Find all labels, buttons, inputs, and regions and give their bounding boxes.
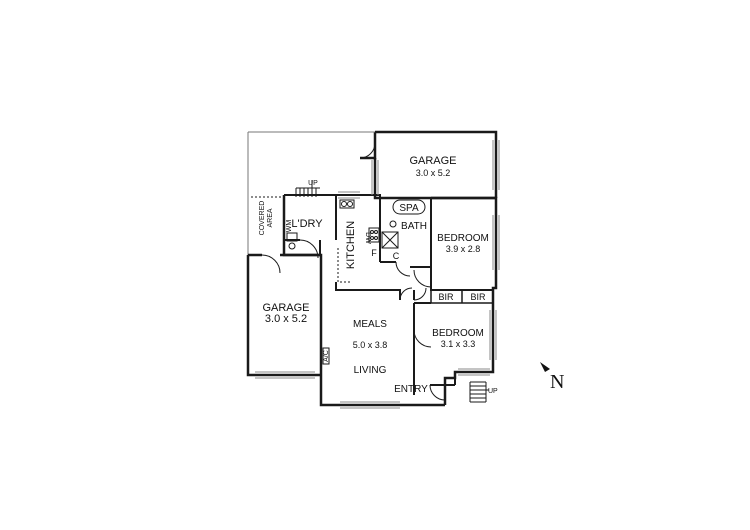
stairs-entry <box>469 381 487 403</box>
trough <box>286 232 298 242</box>
door-laundry <box>299 239 319 259</box>
label-up-entry: UP <box>488 388 498 395</box>
window-garage-left <box>255 371 315 379</box>
window-living <box>340 401 400 409</box>
wall-garage-left <box>246 253 321 377</box>
label-cupboard: C <box>393 251 400 261</box>
compass-letter: N <box>550 371 564 393</box>
room-garage-top-size: 3.0 x 5.2 <box>416 168 451 178</box>
label-dw: DW <box>364 232 371 244</box>
door-bedroom1 <box>413 269 432 288</box>
window-kitchen <box>338 191 360 199</box>
north-compass: N <box>540 362 564 393</box>
room-garage-left-size: 3.0 x 5.2 <box>265 313 307 325</box>
room-bedroom1-name: BEDROOM <box>437 233 489 244</box>
burner-2 <box>374 230 378 234</box>
room-spa-name: SPA <box>399 203 419 214</box>
wall-garage-top <box>360 132 377 160</box>
kitchen-sink-bowl-2 <box>347 201 353 207</box>
fixtures <box>251 180 489 403</box>
window-bedroom2 <box>489 310 497 360</box>
room-kitchen-name: KITCHEN <box>345 221 357 269</box>
room-bedroom2-name: BEDROOM <box>432 328 484 339</box>
room-bedroom1-size: 3.9 x 2.8 <box>446 244 481 254</box>
door-bath <box>395 261 411 277</box>
walls <box>246 130 498 407</box>
wall-kitchen-top <box>335 194 401 300</box>
windows <box>255 140 500 409</box>
label-fridge: F <box>371 248 377 258</box>
wall-entry <box>413 372 456 395</box>
kitchen-sink <box>339 199 355 209</box>
room-bir2-name: BIR <box>470 292 486 302</box>
ac-unit <box>322 347 330 365</box>
compass-arrow-icon <box>540 362 550 372</box>
label-up-laundry: UP <box>308 180 318 187</box>
spa-tub <box>392 199 426 215</box>
room-laundry-name: L'DRY <box>291 218 323 230</box>
shower-x <box>381 231 399 249</box>
toilet-bath <box>389 220 397 228</box>
room-bir1-name: BIR <box>438 292 454 302</box>
room-labels: GARAGE 3.0 x 5.2 GARAGE 3.0 x 5.2 L'DRY … <box>259 155 489 395</box>
window-garage-top-right <box>492 140 500 190</box>
boundary-line <box>247 131 375 255</box>
burner-4 <box>374 236 378 240</box>
covered-area-line2: AREA <box>267 208 274 227</box>
room-living-name: LIVING <box>354 365 387 376</box>
stairs-laundry <box>295 187 320 197</box>
room-entry-name: ENTRY <box>394 384 428 395</box>
room-garage-left-name: GARAGE <box>262 302 309 314</box>
window-bedroom2-bottom <box>458 368 490 376</box>
burner-3 <box>370 236 374 240</box>
window-bedroom1 <box>492 215 500 270</box>
label-wm: WM <box>286 220 293 233</box>
fixture-labels: UP UP DW WM F C A/C <box>286 180 498 395</box>
room-garage-top-name: GARAGE <box>409 155 456 167</box>
laundry-sink <box>288 242 296 250</box>
wall-meals-bedroom2 <box>413 302 431 385</box>
kitchen-bench <box>337 248 352 283</box>
door-hall-left <box>399 287 413 301</box>
cooktop <box>368 227 380 243</box>
window-garage-top-left <box>371 160 379 195</box>
kitchen-sink-bowl-1 <box>341 201 347 207</box>
label-ac: A/C <box>323 350 330 362</box>
door-garage-left <box>261 254 281 274</box>
burner-1 <box>370 230 374 234</box>
door-garage-top <box>359 142 376 159</box>
shower <box>381 231 399 249</box>
door-entry <box>429 384 446 401</box>
wall-bath <box>380 197 432 268</box>
covered-area-line1: COVERED <box>259 201 266 236</box>
doors <box>261 142 446 401</box>
room-meals-size: 5.0 x 3.8 <box>353 340 388 350</box>
room-bedroom2-size: 3.1 x 3.3 <box>441 339 476 349</box>
room-meals-name: MEALS <box>353 319 387 330</box>
door-bedroom2 <box>413 329 432 348</box>
door-hall-right <box>413 287 427 301</box>
room-bath-name: BATH <box>401 221 427 232</box>
